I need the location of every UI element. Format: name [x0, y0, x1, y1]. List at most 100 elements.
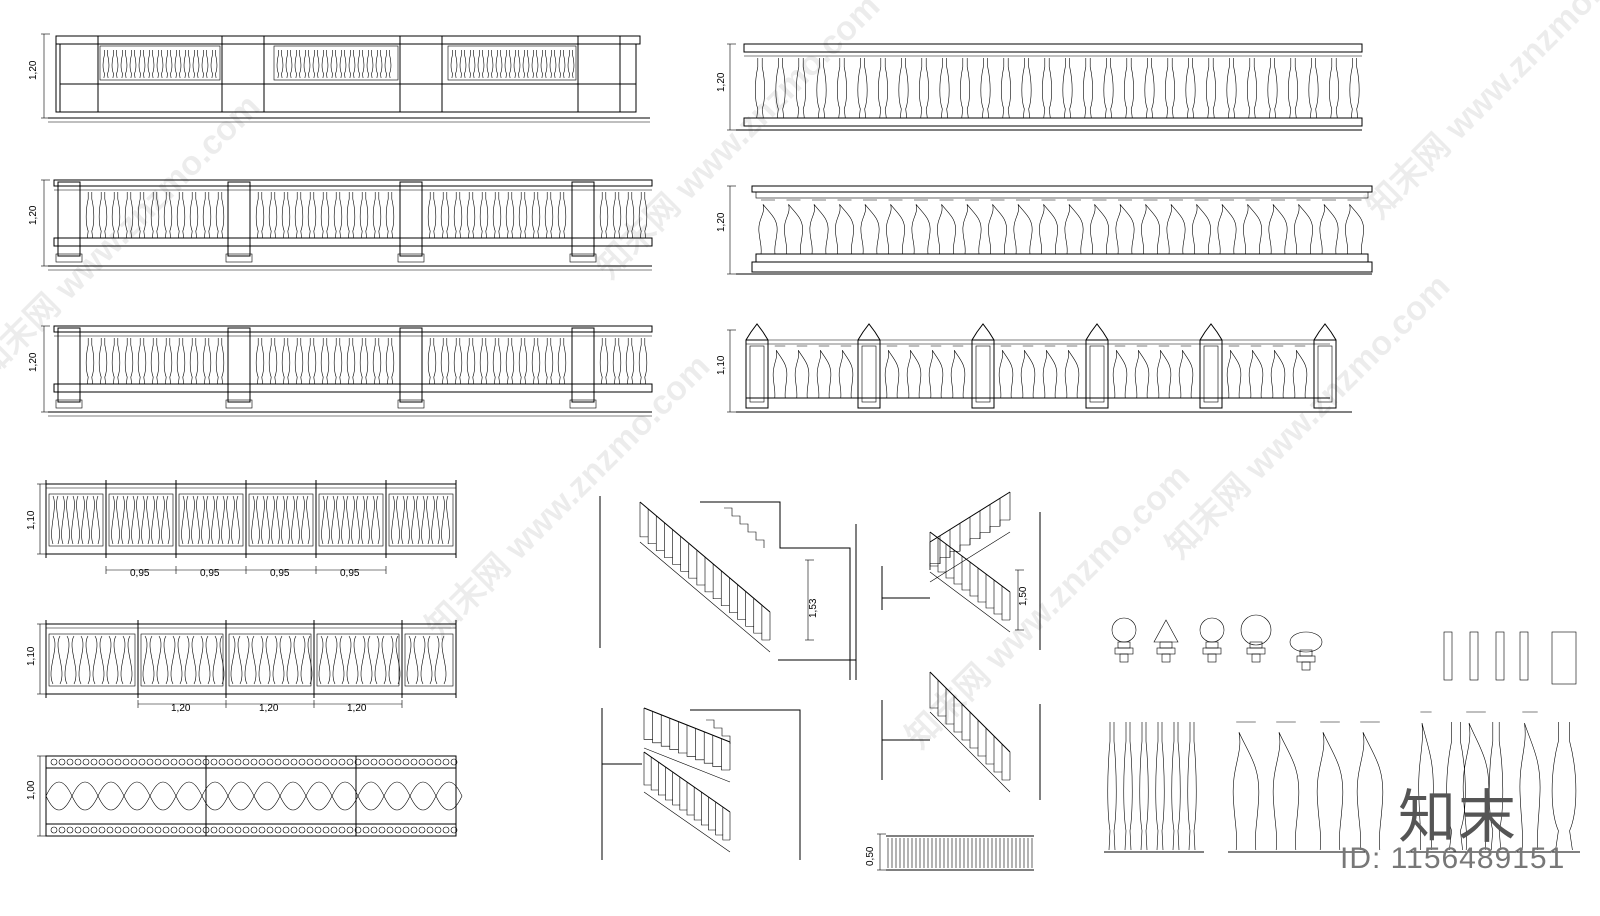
- ornament: [410, 758, 418, 766]
- baluster: [505, 192, 515, 239]
- baluster: [758, 199, 778, 255]
- scroll: [251, 495, 255, 545]
- baluster: [359, 338, 369, 385]
- baluster: [939, 58, 950, 119]
- scroll: [391, 495, 395, 545]
- scroll: [427, 635, 433, 685]
- finial-ball: [1240, 614, 1272, 646]
- lower-body: [59, 83, 637, 113]
- baluster: [165, 50, 173, 79]
- scroll: [401, 495, 405, 545]
- baluster: [557, 192, 567, 239]
- upper-steps: [706, 719, 731, 744]
- finial-stem: [1161, 653, 1171, 663]
- baluster: [98, 192, 108, 239]
- ornament: [354, 758, 362, 766]
- baluster: [137, 192, 147, 239]
- scroll: [371, 495, 375, 545]
- post: [399, 327, 423, 403]
- baluster: [321, 50, 329, 79]
- baluster: [137, 338, 147, 385]
- baluster: [453, 192, 463, 239]
- scroll: [395, 635, 401, 685]
- ornament: [290, 826, 298, 834]
- ornament: [194, 826, 202, 834]
- post: [857, 339, 881, 409]
- baluster: [612, 338, 622, 385]
- scroll: [293, 635, 299, 685]
- ellipse-loop: [357, 781, 385, 811]
- scroll: [81, 495, 85, 545]
- ornament: [82, 826, 90, 834]
- scroll: [441, 495, 445, 545]
- scroll: [177, 635, 183, 685]
- finial-stem: [1301, 661, 1311, 671]
- baluster: [1446, 722, 1466, 851]
- scroll: [265, 635, 271, 685]
- baluster: [816, 345, 832, 399]
- iron-panel: [140, 633, 224, 687]
- ellipse-loop: [227, 781, 255, 811]
- baluster: [960, 58, 970, 119]
- column: [1469, 631, 1479, 681]
- baluster: [857, 58, 868, 119]
- upper-steps: [724, 507, 765, 548]
- baluster: [307, 338, 317, 385]
- pier: [577, 35, 621, 113]
- baluster: [320, 338, 330, 385]
- pier: [55, 35, 99, 113]
- ornament: [210, 826, 218, 834]
- baluster: [339, 50, 347, 79]
- stair-soffit: [643, 747, 731, 783]
- baluster: [303, 50, 311, 79]
- ornament: [90, 826, 98, 834]
- ornament: [338, 758, 346, 766]
- ornament: [378, 758, 386, 766]
- ornament: [258, 758, 266, 766]
- baluster: [1123, 722, 1133, 851]
- scroll: [361, 495, 365, 545]
- finial-stem: [1251, 653, 1261, 663]
- scroll: [149, 635, 155, 685]
- brand-logo: 知末: [1398, 783, 1519, 851]
- ornament: [290, 758, 298, 766]
- dim-r2-height: 1,20: [28, 205, 39, 225]
- column: [1443, 631, 1453, 681]
- scroll: [346, 635, 352, 685]
- baluster: [359, 192, 369, 239]
- baluster: [189, 338, 199, 385]
- dim-r1-height: 1,20: [28, 60, 39, 80]
- baluster: [202, 338, 212, 385]
- baluster: [479, 192, 489, 239]
- baluster: [950, 345, 966, 399]
- scroll: [420, 635, 426, 685]
- post-base: [55, 399, 83, 409]
- scroll: [201, 495, 205, 545]
- scroll: [321, 495, 325, 545]
- scroll: [258, 635, 264, 685]
- scroll: [116, 495, 120, 545]
- baluster: [85, 192, 95, 239]
- ornament: [186, 826, 194, 834]
- ornament: [226, 758, 234, 766]
- baluster: [150, 192, 160, 239]
- scroll: [416, 495, 420, 545]
- ornament: [162, 758, 170, 766]
- scroll: [272, 635, 278, 685]
- baluster: [330, 50, 338, 79]
- dim-i1-space-3: 0,95: [270, 568, 290, 579]
- post-finial: [857, 323, 881, 341]
- ornament: [330, 826, 338, 834]
- panel: [99, 45, 221, 81]
- ornament: [282, 758, 290, 766]
- ornament: [218, 758, 226, 766]
- scroll: [388, 635, 394, 685]
- baluster: [599, 192, 609, 239]
- ornament: [306, 826, 314, 834]
- baluster: [1226, 58, 1237, 119]
- post: [57, 181, 81, 257]
- ornament: [362, 826, 370, 834]
- dim-i2-space-1: 1,20: [171, 703, 191, 714]
- baluster: [1294, 199, 1313, 255]
- ornament: [298, 758, 306, 766]
